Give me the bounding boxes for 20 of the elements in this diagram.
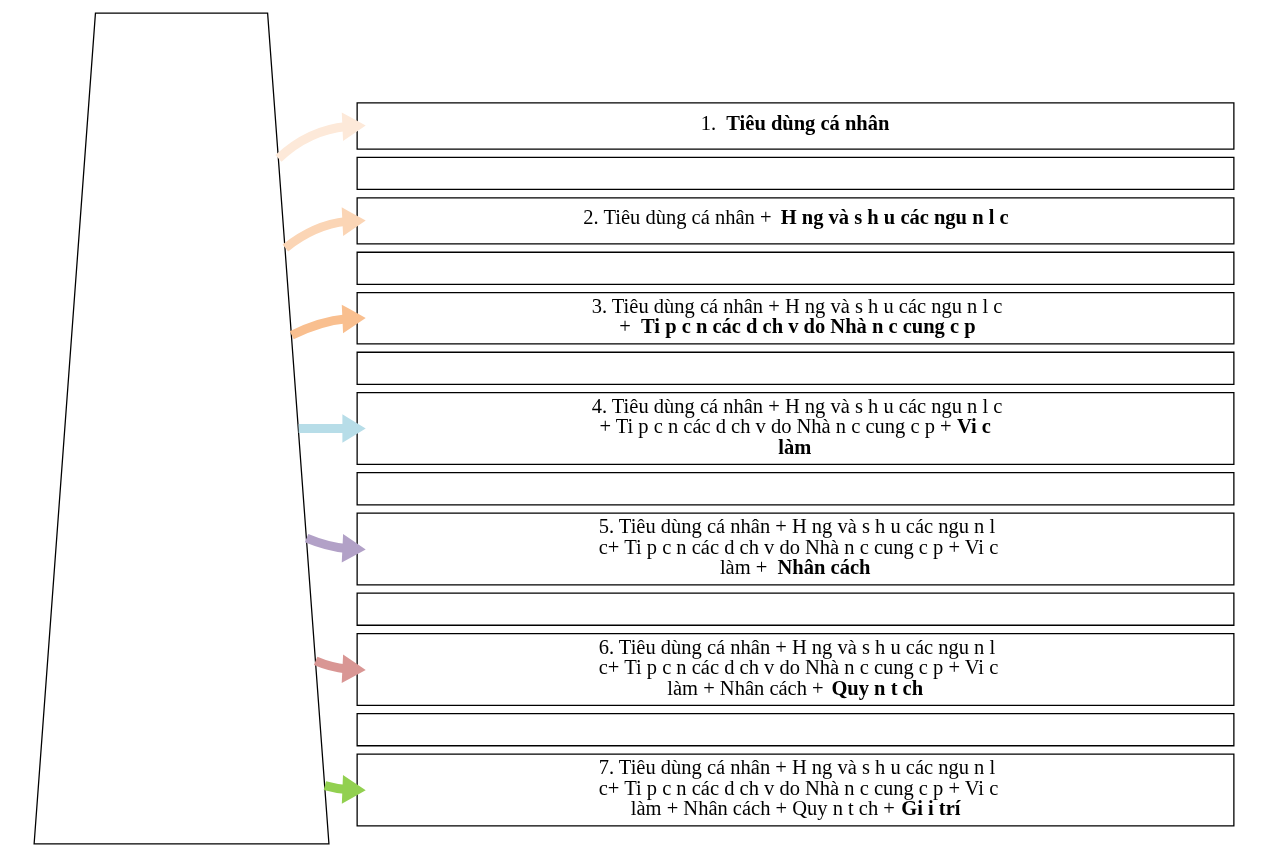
arrow bbox=[298, 414, 366, 443]
node-box bbox=[356, 472, 1234, 506]
node-trapezium bbox=[32, 12, 330, 845]
node-box: 1. Tiêu dùng cá nhân bbox=[356, 102, 1234, 150]
arrow bbox=[289, 304, 366, 340]
node-box bbox=[356, 156, 1234, 191]
node-box bbox=[356, 351, 1234, 385]
node-box bbox=[356, 251, 1234, 285]
node-box: 7. Tiêu dùng cá nhân + H ng và s h u các ngu n l c+ Ti p c n các d ch v do Nhà n c cung c p + Vi c làm + Nhân cách + Quy n t ch + Gi i trí bbox=[356, 753, 1234, 827]
arrow bbox=[282, 207, 366, 252]
node-box: 5. Tiêu dùng cá nhân + H ng và s h u các ngu n l c+ Ti p c n các d ch v do Nhà n c cung c p + Vi c làm + Nhân cách bbox=[356, 512, 1234, 586]
node-box: 6. Tiêu dùng cá nhân + H ng và s h u các ngu n l c+ Ti p c n các d ch v do Nhà n c cung c p + Vi c làm + Nhân cách + Quy n t ch bbox=[356, 632, 1234, 706]
arrow bbox=[323, 775, 366, 804]
node-box: 3. Tiêu dùng cá nhân + H ng và s h u các ngu n l c + Ti p c n các d ch v do Nhà n c cung c p bbox=[356, 292, 1234, 345]
node-box: 2. Tiêu dùng cá nhân + H ng và s h u các ngu n l c bbox=[356, 197, 1234, 245]
arrow bbox=[313, 654, 366, 684]
arrow bbox=[274, 112, 366, 162]
node-box: 4. Tiêu dùng cá nhân + H ng và s h u các ngu n l c + Ti p c n các d ch v do Nhà n c cung c p + Vi c làm bbox=[356, 391, 1234, 466]
node-box bbox=[356, 592, 1234, 626]
node-box bbox=[356, 713, 1234, 747]
